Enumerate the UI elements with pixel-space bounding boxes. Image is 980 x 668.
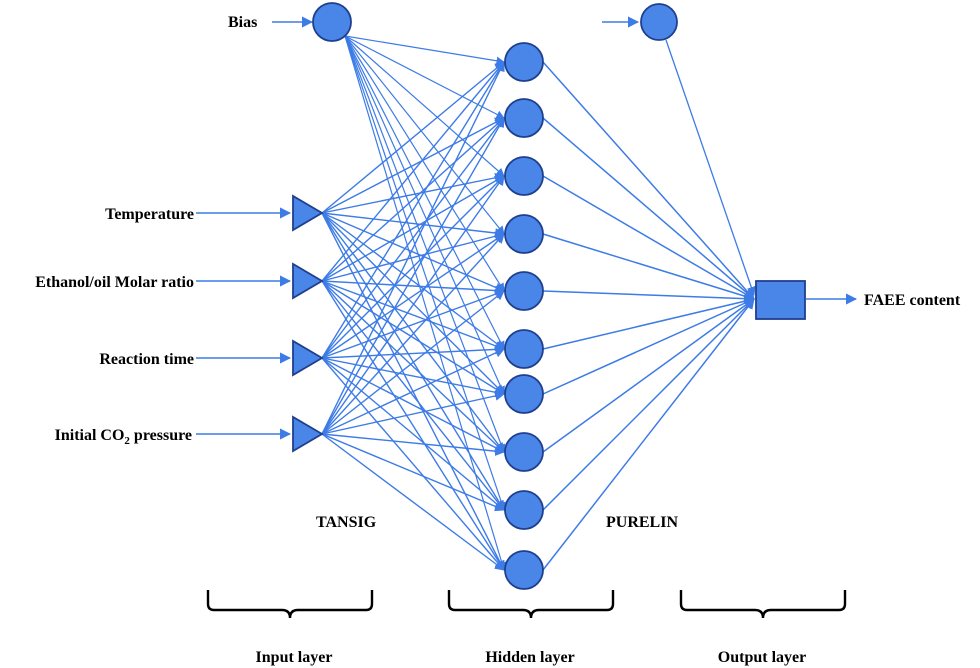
input-2-to-hidden-5-edge bbox=[321, 280, 505, 296]
input-node-co2-pressure bbox=[292, 415, 324, 453]
hidden-node-10 bbox=[504, 550, 544, 590]
input-1-to-hidden-9-edge bbox=[321, 212, 505, 511]
hidden-1-to-output-edge bbox=[542, 61, 755, 300]
hidden-node-3 bbox=[504, 156, 544, 196]
hidden-3-to-output-edge bbox=[542, 175, 755, 300]
bias-to-hidden-edge-8 bbox=[344, 35, 506, 453]
hidden-layer-label: Hidden layer bbox=[485, 649, 574, 666]
output-node bbox=[755, 280, 806, 320]
output-label: FAEE content bbox=[864, 292, 961, 309]
input-3-to-hidden-4-edge bbox=[321, 233, 505, 359]
hidden-5-to-output-edge bbox=[542, 290, 756, 304]
input-3-to-hidden-5-edge bbox=[321, 289, 505, 359]
input-4-to-hidden-10-edge bbox=[321, 433, 505, 571]
input-4-to-hidden-4-edge bbox=[321, 233, 505, 435]
transfer-function-output: PURELIN bbox=[606, 514, 678, 531]
bias-to-hidden-edge-2 bbox=[344, 35, 505, 119]
input-label-molar-ratio: Ethanol/oil Molar ratio bbox=[35, 274, 194, 291]
hidden-8-to-output-edge bbox=[542, 298, 755, 453]
input-4-to-hidden-7-edge bbox=[321, 391, 505, 435]
hidden-node-9 bbox=[504, 490, 544, 530]
output-bias-edge bbox=[665, 39, 756, 296]
input-node-reaction-time bbox=[292, 339, 324, 377]
input-2-to-hidden-8-edge bbox=[321, 280, 505, 453]
input-node-temperature bbox=[292, 194, 324, 232]
input-2-to-hidden-7-edge bbox=[321, 280, 505, 395]
input-1-to-hidden-10-edge bbox=[321, 212, 505, 571]
hidden-node-2 bbox=[504, 98, 544, 138]
output-layer-label: Output layer bbox=[718, 649, 806, 666]
input-4-to-hidden-1-edge bbox=[321, 61, 505, 435]
input-1-to-hidden-5-edge bbox=[321, 212, 505, 293]
input-layer-label: Input layer bbox=[256, 649, 333, 666]
bias-to-hidden-edge-1 bbox=[344, 35, 505, 65]
hidden-node-5 bbox=[504, 271, 544, 311]
input-4-to-hidden-8-edge bbox=[321, 433, 505, 457]
transfer-function-hidden: TANSIG bbox=[316, 514, 377, 531]
input-1-to-hidden-2-edge bbox=[321, 117, 505, 214]
bias-node-hidden bbox=[312, 2, 352, 42]
input-2-to-hidden-9-edge bbox=[321, 280, 505, 511]
input-1-to-hidden-6-edge bbox=[321, 212, 505, 350]
input-node-molar-ratio bbox=[292, 262, 324, 300]
input-3-to-hidden-3-edge bbox=[321, 175, 505, 359]
input-1-to-hidden-1-edge bbox=[321, 61, 505, 214]
input-4-to-hidden-2-edge bbox=[321, 117, 505, 435]
input-1-to-hidden-3-edge bbox=[321, 172, 505, 214]
bias-to-hidden-edge-4 bbox=[344, 35, 505, 235]
hidden-node-7 bbox=[504, 374, 544, 414]
hidden-9-to-output-edge bbox=[542, 298, 755, 511]
input-4-to-hidden-9-edge bbox=[321, 433, 505, 512]
input-label-temperature: Temperature bbox=[105, 206, 194, 223]
input-4-to-hidden-3-edge bbox=[321, 175, 505, 435]
input-1-to-hidden-4-edge bbox=[321, 212, 505, 238]
input-3-to-hidden-6-edge bbox=[321, 344, 505, 359]
input-3-to-hidden-10-edge bbox=[321, 357, 505, 571]
hidden-6-to-output-edge bbox=[542, 296, 756, 350]
hidden-node-8 bbox=[504, 432, 544, 472]
hidden-10-to-output-edge bbox=[542, 298, 755, 571]
hidden-node-1 bbox=[504, 42, 544, 82]
input-2-to-hidden-1-edge bbox=[321, 61, 505, 282]
hidden-layer-brace bbox=[447, 590, 615, 619]
input-1-to-hidden-7-edge bbox=[321, 212, 505, 395]
bias-to-hidden-edge-5 bbox=[344, 35, 505, 292]
input-2-to-hidden-10-edge bbox=[321, 280, 505, 571]
bias-to-hidden-edge-9 bbox=[344, 35, 506, 511]
output-layer-brace bbox=[679, 590, 847, 619]
bias-to-hidden-edge-6 bbox=[344, 35, 505, 350]
bias-to-hidden-edge-10 bbox=[344, 35, 506, 571]
bias-node-output bbox=[640, 3, 678, 41]
hidden-layer-nodes bbox=[504, 42, 544, 590]
input-3-to-hidden-1-edge bbox=[321, 61, 505, 359]
input-label-co2-pressure: Initial CO2 pressure bbox=[55, 427, 192, 447]
input-3-to-hidden-7-edge bbox=[321, 357, 505, 398]
bias-to-hidden-edge-7 bbox=[344, 35, 505, 395]
input-layer-brace bbox=[206, 590, 374, 619]
input-2-to-hidden-6-edge bbox=[321, 280, 505, 351]
hidden-node-6 bbox=[504, 329, 544, 369]
input-label-reaction-time: Reaction time bbox=[99, 351, 194, 368]
bias-to-hidden-edge-3 bbox=[344, 35, 505, 177]
input-1-to-hidden-8-edge bbox=[321, 212, 505, 453]
hidden-7-to-output-edge bbox=[542, 298, 755, 395]
hidden-2-to-output-edge bbox=[542, 117, 755, 300]
bias-label: Bias bbox=[228, 14, 257, 31]
hidden-4-to-output-edge bbox=[542, 233, 756, 302]
input-3-to-hidden-9-edge bbox=[321, 357, 505, 511]
input-3-to-hidden-8-edge bbox=[321, 357, 505, 453]
connection-lines bbox=[321, 35, 756, 571]
hidden-node-4 bbox=[504, 214, 544, 254]
